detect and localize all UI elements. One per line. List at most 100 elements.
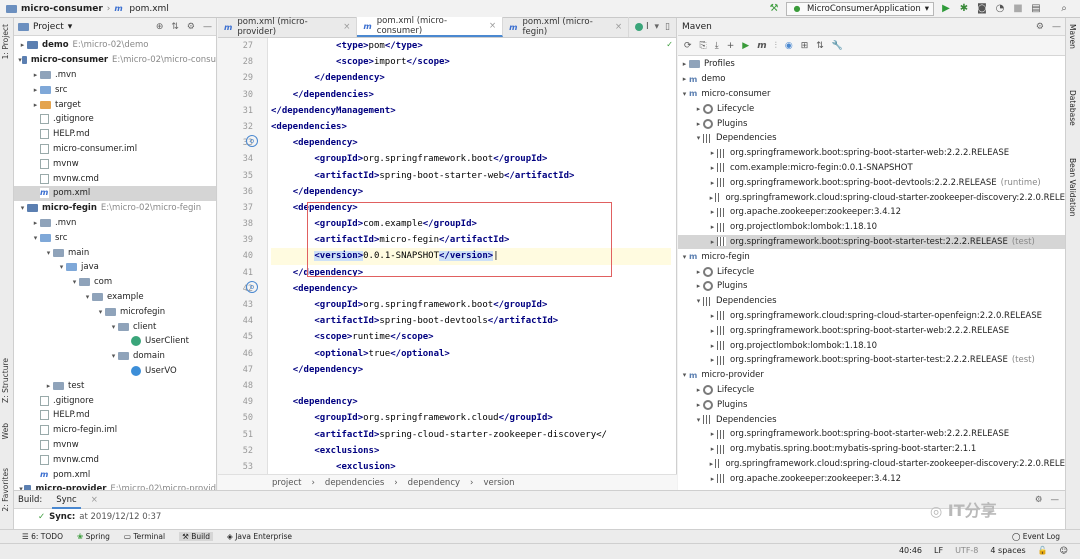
maven-tree-item[interactable]: ▸org.springframework.boot:spring-boot-st… [678,353,1065,368]
tab-list-icon[interactable]: ▾ [654,22,660,32]
project-tree-item[interactable]: ▾domain [14,349,216,364]
chevron-right-icon[interactable]: ▸ [696,119,701,128]
code-line[interactable]: </dependency> [314,73,385,84]
project-tree-item[interactable]: mvnw [14,438,216,453]
chevron-right-icon[interactable]: ▸ [46,381,51,390]
chevron-right-icon[interactable]: ▸ [710,223,715,232]
maven-tree-item[interactable]: ▸com.example:micro-fegin:0.0.1-SNAPSHOT [678,161,1065,176]
chevron-right-icon[interactable]: ▸ [710,237,715,246]
breadcrumb-project[interactable]: micro-consumer [21,3,103,14]
crumb-version[interactable]: version [483,477,515,488]
project-tree-item[interactable]: ▸target [14,97,216,112]
code-line[interactable]: <scope>import</scope> [336,57,450,68]
chevron-down-icon[interactable]: ▾ [696,134,701,143]
chevron-right-icon[interactable]: ▸ [709,459,714,468]
maven-tree-item[interactable]: ▸org.mybatis.spring.boot:mybatis-spring-… [678,442,1065,457]
close-icon[interactable]: × [615,22,623,32]
chevron-down-icon[interactable]: ▾ [111,322,116,331]
tab-project[interactable]: 1: Project [1,24,10,60]
maven-tree-item[interactable]: ▸Plugins [678,279,1065,294]
run-icon[interactable]: ▶ [742,40,750,51]
project-tree-item[interactable]: mvnw [14,156,216,171]
tab-web[interactable]: Web [1,423,10,440]
chevron-right-icon[interactable]: ▸ [710,163,715,172]
download-icon[interactable]: ⤓ [714,40,719,51]
tab-sync[interactable]: Sync [52,491,81,509]
chevron-right-icon[interactable]: ▸ [696,267,701,276]
crumb-dependency[interactable]: dependency [407,477,461,488]
project-tree-item[interactable]: micro-consumer.iml [14,142,216,157]
chevron-right-icon[interactable]: ▸ [709,193,714,202]
inspection-ok-icon[interactable]: ✓ [666,40,673,49]
maven-tree-item[interactable]: ▸org.springframework.boot:spring-boot-de… [678,175,1065,190]
chevron-right-icon[interactable]: ▸ [710,311,715,320]
project-tree-item[interactable]: HELP.md [14,408,216,423]
code-line[interactable]: <dependency> [292,283,358,294]
minimize-icon[interactable]: — [1052,21,1061,32]
debug-icon[interactable]: ✱ [959,3,969,14]
maven-tree-item[interactable]: ▸Plugins [678,116,1065,131]
code-area[interactable]: <type>pom</type> <scope>import</scope> <… [271,38,671,474]
code-line[interactable]: </dependency> [292,364,364,375]
chevron-down-icon[interactable]: ▾ [33,233,38,242]
code-line[interactable]: <artifactId>spring-boot-devtools</artifa… [314,316,559,327]
minimize-icon[interactable]: — [1050,494,1060,505]
chevron-right-icon[interactable]: ▸ [33,218,38,227]
chevron-down-icon[interactable]: ▾ [111,352,116,361]
show-dependencies-icon[interactable]: ⊞ [800,40,809,51]
close-icon[interactable]: × [343,22,351,32]
code-line[interactable]: <scope>runtime</scope> [314,332,434,343]
code-line[interactable]: </dependencies> [292,89,374,100]
maven-tree-item[interactable]: ▾Dependencies [678,131,1065,146]
indent-setting[interactable]: 4 spaces [990,546,1026,555]
build-hammer-icon[interactable]: ⚒ [769,3,779,14]
chevron-right-icon[interactable]: ▸ [710,356,715,365]
maven-tree-item[interactable]: ▾Dependencies [678,412,1065,427]
add-icon[interactable]: + [726,40,735,51]
chevron-right-icon[interactable]: ▸ [710,326,715,335]
run-gutter-icon[interactable]: o [246,135,258,147]
caret-position[interactable]: 40:46 [898,546,923,555]
code-line[interactable]: <groupId>com.example</groupId> [314,219,477,230]
chevron-right-icon[interactable]: ▸ [20,41,25,50]
chevron-down-icon[interactable]: ▾ [85,292,90,301]
chevron-right-icon[interactable]: ▸ [696,282,701,291]
project-tree-item[interactable]: ▾example [14,290,216,305]
chevron-down-icon[interactable]: ▾ [46,248,51,257]
chevron-right-icon[interactable]: ▸ [33,100,38,109]
maven-tree-item[interactable]: ▸org.springframework.boot:spring-boot-st… [678,427,1065,442]
run-icon[interactable]: ▶ [942,3,950,14]
chevron-down-icon[interactable]: ▾ [59,263,64,272]
maven-tree-item[interactable]: ▸org.projectlombok:lombok:1.18.10 [678,220,1065,235]
reload-icon[interactable]: ⟳ [684,40,692,51]
maven-tree-item[interactable]: ▸Profiles [678,57,1065,72]
stop-icon[interactable]: ■ [1013,3,1023,14]
code-line[interactable]: <optional>true</optional> [314,348,450,359]
code-line[interactable]: <dependencies> [271,121,347,132]
tool-terminal[interactable]: ▭ Terminal [123,532,166,541]
code-line[interactable]: <groupId>org.springframework.cloud</grou… [314,413,553,424]
maven-tree-item[interactable]: ▸Lifecycle [678,383,1065,398]
crosshair-icon[interactable]: ⊕ [155,21,164,32]
coverage-icon[interactable]: ◙ [977,3,987,14]
maven-tree-item[interactable]: ▾Dependencies [678,294,1065,309]
lock-icon[interactable]: 🔓 [1037,546,1048,555]
tab-favorites[interactable]: 2: Favorites [1,468,10,512]
toggle-offline-icon[interactable]: ⫶ [774,40,777,51]
project-tree-item[interactable]: .gitignore [14,393,216,408]
breadcrumb-file[interactable]: pom.xml [129,3,169,14]
chevron-down-icon[interactable]: ▾ [696,415,701,424]
chevron-down-icon[interactable]: ▾ [98,307,103,316]
chevron-down-icon[interactable]: ▾ [20,204,25,213]
project-tree-item[interactable]: micro-fegin.iml [14,423,216,438]
project-tree-item[interactable]: ▸src [14,82,216,97]
code-line[interactable]: <exclusions> [314,445,380,456]
profile-icon[interactable]: ◔ [995,3,1005,14]
chevron-down-icon[interactable]: ▾ [67,21,73,32]
project-tree-item[interactable]: mvnw.cmd [14,452,216,467]
tool-build[interactable]: ⚒ Build [179,532,214,541]
maven-tree-item[interactable]: ▸Plugins [678,397,1065,412]
tool-spring[interactable]: ❀ Spring [76,532,110,541]
